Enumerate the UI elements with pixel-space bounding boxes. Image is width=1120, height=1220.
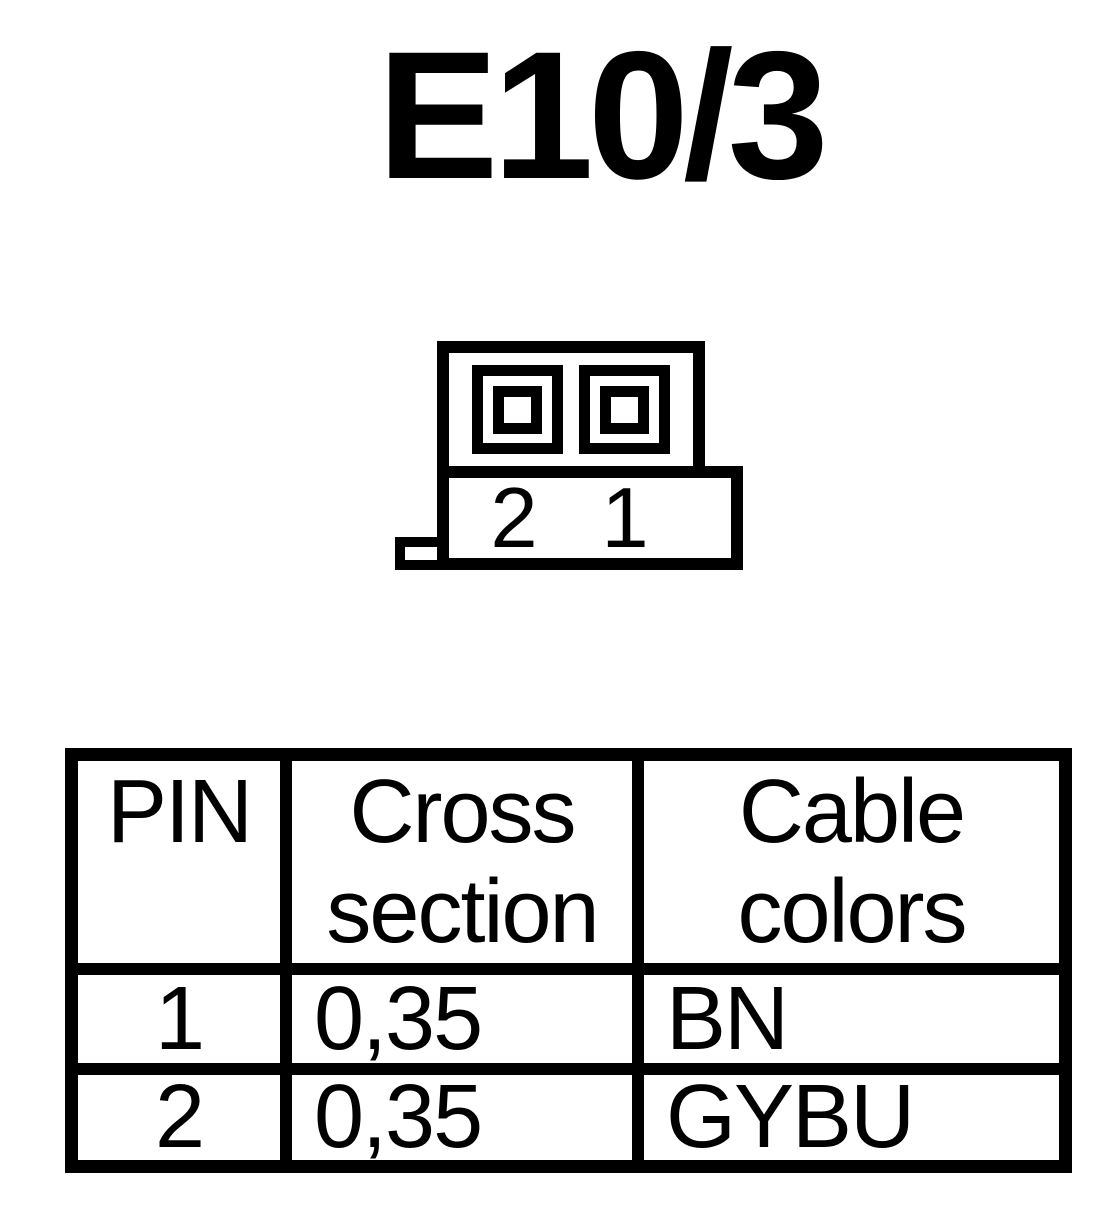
row2-cross-section: 0,35	[292, 1075, 632, 1160]
row1-cable-color: BN	[644, 975, 1059, 1063]
column-header-cross-section: Cross section	[292, 761, 632, 963]
row2-cable-color: GYBU	[644, 1075, 1059, 1160]
pin-number-label-2: 2	[490, 471, 537, 566]
pin-cavity-1-terminal	[600, 385, 649, 434]
row1-cross-section: 0,35	[292, 975, 632, 1063]
row1-pin: 1	[78, 975, 280, 1063]
pin-cavity-2-terminal	[493, 385, 542, 434]
pin-cavity-2	[472, 365, 563, 454]
pin-number-label-1: 1	[601, 471, 648, 566]
pinout-table: PIN Cross section Cable colors 1 0,35 BN…	[65, 748, 1072, 1173]
pin-cavity-1	[579, 365, 670, 454]
connector-flange: 2 1	[437, 466, 743, 570]
row2-pin: 2	[78, 1075, 280, 1160]
connector-diagram: 2 1	[393, 341, 745, 572]
column-header-cable-colors: Cable colors	[644, 761, 1059, 963]
page-title: E10/3	[377, 13, 829, 217]
column-header-pin: PIN	[78, 761, 280, 963]
connector-housing	[437, 341, 705, 478]
